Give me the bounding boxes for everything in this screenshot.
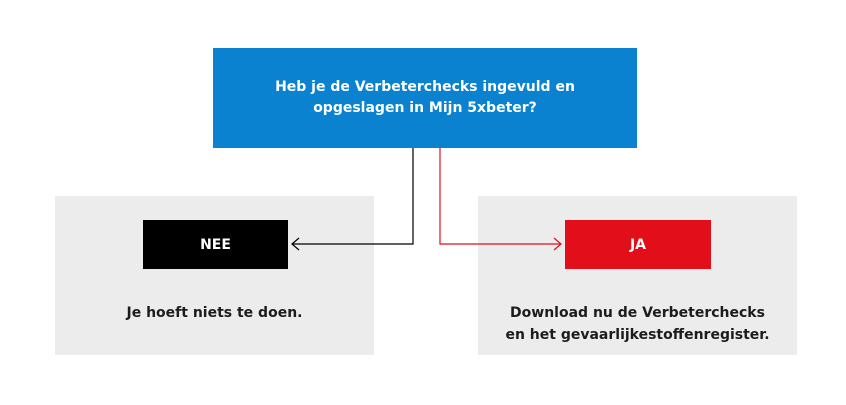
yes-arrowhead [553,237,562,251]
yes-result-line-1: Download nu de Verbeterchecks [510,305,765,321]
no-arrowhead [291,237,300,251]
no-result-text: Je hoeft niets te doen. [55,302,374,324]
yes-label: JA [629,236,647,253]
no-result-label: Je hoeft niets te doen. [126,305,303,321]
question-text: Heb je de Verbeterchecks ingevuld en opg… [275,79,575,116]
question-box: Heb je de Verbeterchecks ingevuld en opg… [213,48,637,148]
no-answer-box: NEE [143,220,288,269]
yes-result-text: Download nu de Verbeterchecks en het gev… [478,302,797,346]
no-label: NEE [200,236,231,253]
yes-result-line-2: en het gevaarlijkestoffenregister. [505,327,770,343]
yes-answer-box: JA [565,220,711,269]
no-connector-line [292,148,414,245]
yes-connector-line [439,148,561,245]
